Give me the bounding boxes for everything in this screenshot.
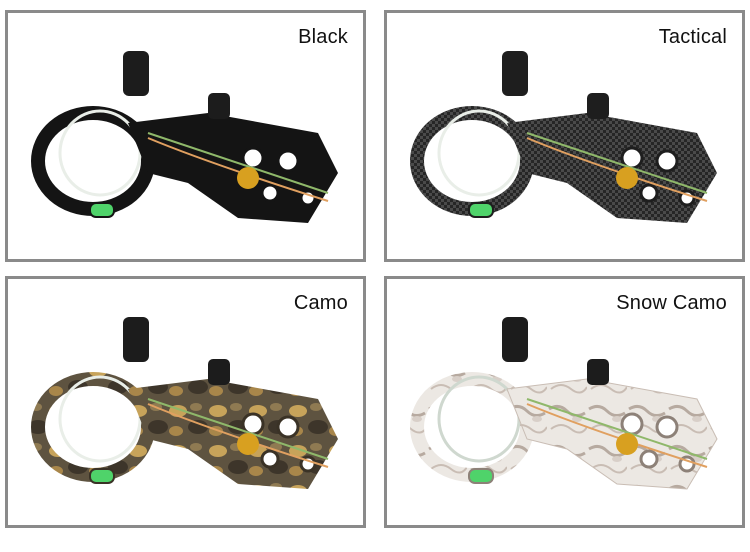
panel-snow-camo: Snow Camo	[384, 276, 745, 528]
bow-sight-image-snow-camo	[410, 317, 718, 490]
panel-label: Tactical	[658, 26, 727, 48]
panel-tactical: Tactical	[384, 10, 745, 262]
panel-label: Black	[298, 26, 348, 48]
bow-sight-image-camo	[31, 317, 338, 489]
panel-camo: Camo	[5, 276, 366, 528]
panel-label: Snow Camo	[616, 292, 727, 314]
bow-sight-image-tactical	[410, 51, 717, 223]
panel-black: Black	[5, 10, 366, 262]
panel-label: Camo	[293, 292, 348, 314]
bow-sight-image-black	[31, 51, 338, 223]
